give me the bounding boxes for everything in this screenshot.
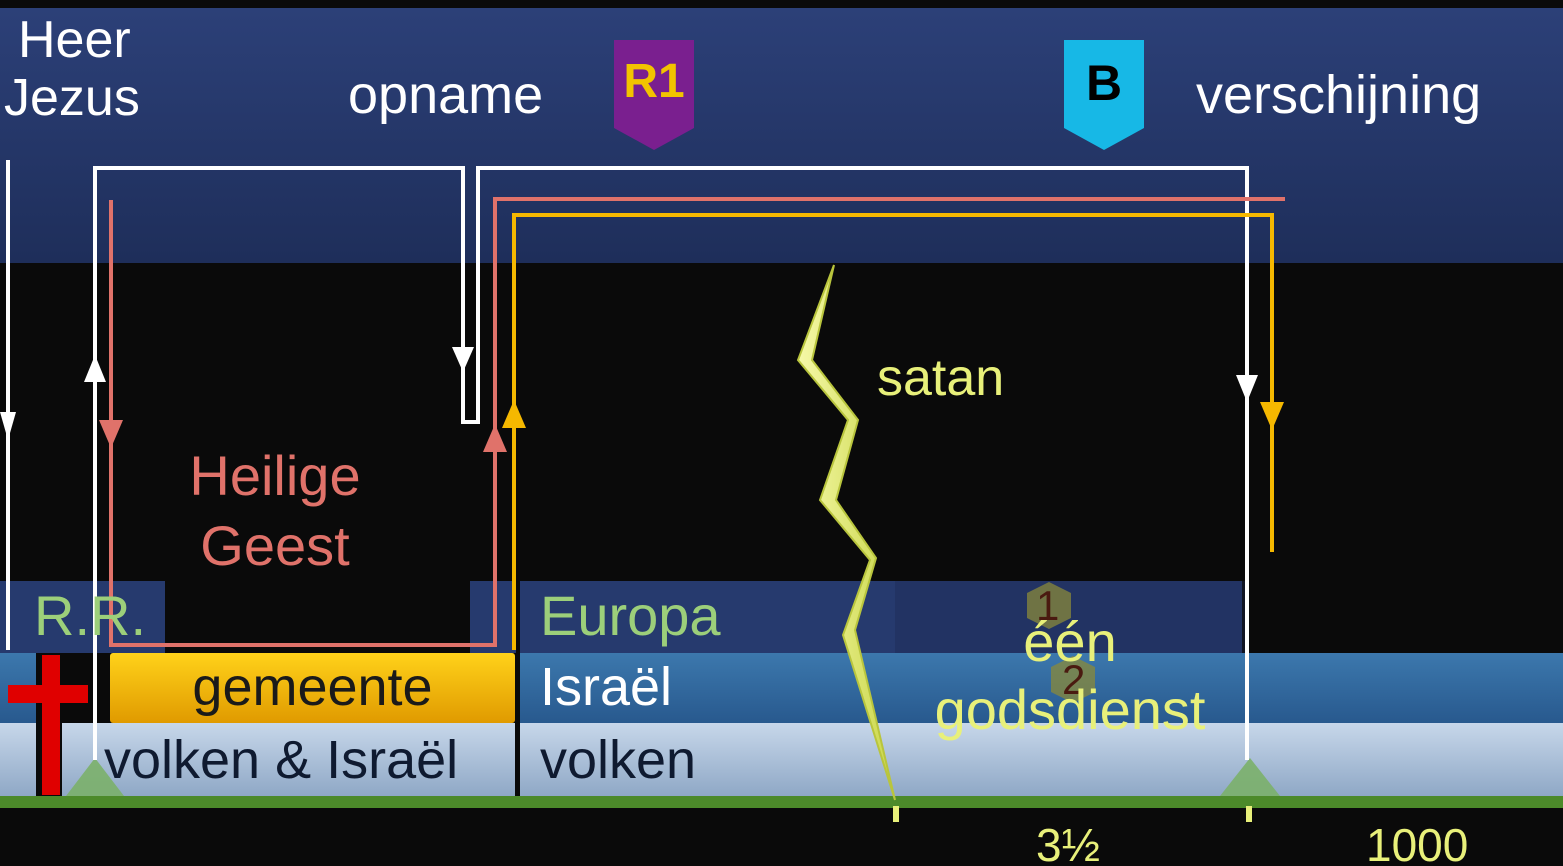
church-label: gemeente bbox=[192, 657, 433, 717]
one-religion-line1: één bbox=[1023, 610, 1117, 673]
israel-band bbox=[520, 653, 1563, 723]
holy-spirit-line2: Geest bbox=[200, 514, 350, 577]
tick-mark bbox=[1246, 806, 1252, 822]
r1-badge bbox=[614, 40, 694, 150]
marker-triangle bbox=[1220, 758, 1280, 796]
lord-jesus-line2: Jezus bbox=[4, 69, 140, 127]
hexagon-1-label: 1 bbox=[1036, 582, 1060, 629]
lord-arrowheads bbox=[0, 347, 1258, 440]
hexagon-2 bbox=[1051, 656, 1095, 703]
lord-jesus-line1: Heer bbox=[18, 11, 131, 69]
appearing-label: verschijning bbox=[1196, 65, 1482, 125]
church-band bbox=[110, 653, 515, 723]
lightning-bolt bbox=[796, 264, 896, 801]
timeline-bar bbox=[0, 796, 1563, 808]
nations-israel-band bbox=[62, 723, 515, 796]
spirit-arrowheads bbox=[99, 420, 507, 452]
hexagon-2-label: 2 bbox=[1062, 656, 1086, 703]
nations-israel-label: volken & Israël bbox=[104, 730, 459, 790]
heaven-band bbox=[0, 8, 1563, 263]
rr-band bbox=[0, 581, 165, 653]
israel-label: Israël bbox=[540, 657, 673, 717]
half-week-label: 3½ bbox=[1036, 819, 1100, 866]
nations-label: volken bbox=[540, 730, 697, 790]
satan-label: satan bbox=[877, 349, 1005, 407]
b-badge-label: B bbox=[1085, 55, 1123, 111]
tick-mark bbox=[893, 806, 899, 822]
cross-icon bbox=[42, 655, 60, 795]
europe-band bbox=[520, 581, 1242, 653]
hexagon-1 bbox=[1027, 582, 1071, 629]
nations-band-left bbox=[0, 723, 36, 796]
r1-badge-label: R1 bbox=[623, 55, 685, 108]
one-religion-line2: godsdienst bbox=[934, 678, 1206, 741]
church-path bbox=[512, 213, 1274, 650]
holy-spirit-label: Heilige Geest bbox=[150, 448, 400, 574]
church-arrowheads bbox=[502, 400, 1284, 430]
lord-jesus-path bbox=[6, 160, 1249, 760]
holy-spirit-path bbox=[109, 197, 1285, 647]
rapture-label: opname bbox=[348, 65, 544, 125]
b-badge bbox=[1064, 40, 1144, 150]
lord-jesus-label: Heer Jezus bbox=[4, 11, 140, 124]
europe-label: Europa bbox=[540, 584, 721, 647]
nations-band bbox=[520, 723, 1563, 796]
cross-icon bbox=[8, 685, 88, 703]
holy-spirit-line1: Heilige bbox=[189, 444, 361, 507]
rr-label: R.R. bbox=[34, 584, 146, 647]
one-religion-label: één godsdienst bbox=[895, 614, 1245, 738]
millennium-label: 1000 bbox=[1366, 819, 1469, 866]
marker-triangle bbox=[66, 758, 124, 796]
